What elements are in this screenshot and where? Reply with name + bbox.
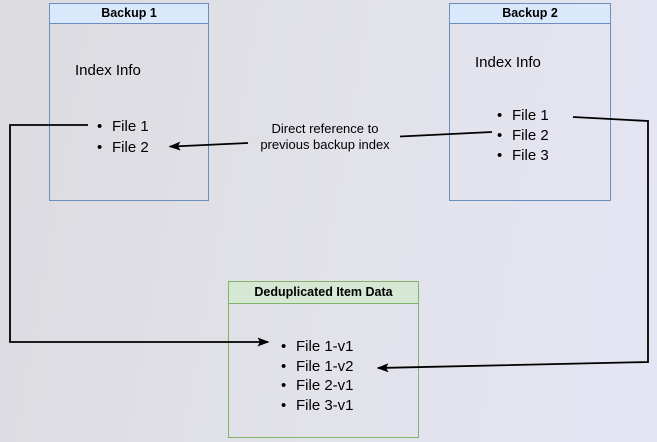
backup2-file-item: File 2 — [497, 126, 549, 146]
backup2-node: Backup 2 Index Info File 1 File 2 File 3 — [449, 3, 611, 201]
backup2-file-list: File 1 File 2 File 3 — [497, 106, 549, 166]
dedup-file-list: File 1-v1 File 1-v2 File 2-v1 File 3-v1 — [281, 337, 354, 415]
backup1-file-item: File 2 — [97, 137, 149, 158]
dedup-file-item: File 1-v1 — [281, 337, 354, 357]
annotation-line1: Direct reference to — [271, 121, 379, 136]
backup2-title: Backup 2 — [450, 4, 610, 24]
backup1-body: Index Info File 1 File 2 — [50, 24, 208, 200]
dedup-file-item: File 1-v2 — [281, 357, 354, 377]
backup1-index-info-label: Index Info — [75, 62, 141, 79]
dedup-node: Deduplicated Item Data File 1-v1 File 1-… — [228, 281, 419, 438]
backup1-file-item: File 1 — [97, 116, 149, 137]
backup1-file-list: File 1 File 2 — [97, 116, 149, 158]
backup2-file-item: File 1 — [497, 106, 549, 126]
annotation-line2: previous backup index — [260, 136, 390, 152]
backup2-index-info-label: Index Info — [475, 54, 541, 71]
direct-reference-annotation: Direct reference to previous backup inde… — [234, 121, 416, 152]
backup1-node: Backup 1 Index Info File 1 File 2 — [49, 3, 209, 201]
backup1-title: Backup 1 — [50, 4, 208, 24]
dedup-body: File 1-v1 File 1-v2 File 2-v1 File 3-v1 — [229, 304, 418, 437]
backup2-body: Index Info File 1 File 2 File 3 — [450, 24, 610, 200]
dedup-file-item: File 2-v1 — [281, 376, 354, 396]
dedup-title: Deduplicated Item Data — [229, 282, 418, 304]
backup2-file-item: File 3 — [497, 146, 549, 166]
dedup-file-item: File 3-v1 — [281, 396, 354, 416]
